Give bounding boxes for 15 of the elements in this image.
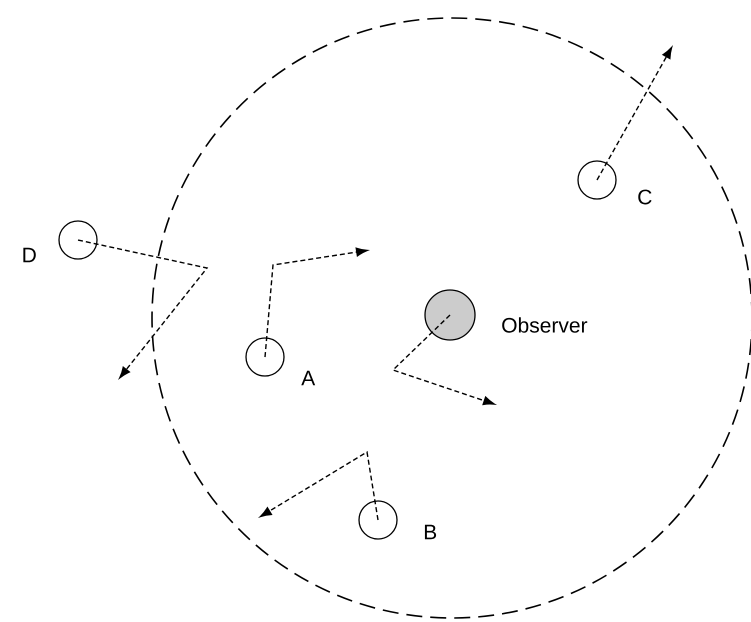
motion-arrow [596, 46, 672, 180]
motion-arrow [260, 450, 379, 520]
particle-label: B [424, 524, 436, 540]
particle-circle [245, 337, 285, 377]
motion-arrow [392, 314, 495, 406]
particle-label: C [638, 190, 652, 204]
particle-circle [358, 500, 398, 540]
particle-label: D [23, 248, 36, 262]
particle-label: A [301, 370, 316, 386]
particle-circle [58, 220, 98, 260]
particle-label: Observer [502, 317, 588, 333]
motion-arrow [78, 239, 208, 378]
particle-circle [577, 160, 617, 200]
particle-circle [424, 289, 476, 341]
motion-arrow [264, 248, 368, 358]
